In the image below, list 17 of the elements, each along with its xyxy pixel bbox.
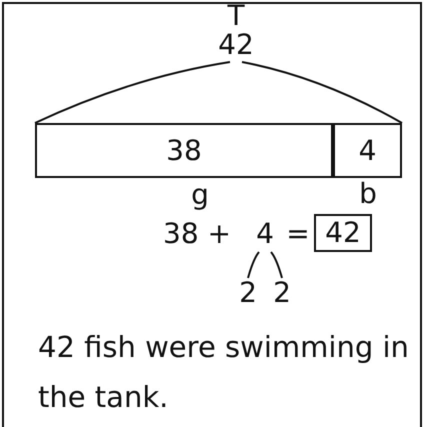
equals-sign: = xyxy=(286,218,310,250)
connector-line xyxy=(247,251,260,278)
tape-segment: 4 xyxy=(333,123,402,178)
connector-line xyxy=(34,61,230,124)
tape-segment: 38 xyxy=(35,123,333,178)
split-number: 2 xyxy=(236,278,260,308)
boxed-answer: 42 xyxy=(314,214,372,252)
split-number: 2 xyxy=(270,278,294,308)
variable-letter: g xyxy=(190,181,210,209)
addend-number: 4 xyxy=(252,218,278,250)
connector-line xyxy=(242,61,402,124)
connector-line xyxy=(270,251,283,278)
variable-letter: T xyxy=(226,4,246,28)
equation-text: 38 + xyxy=(162,218,232,250)
variable-letter: b xyxy=(358,180,378,208)
total-number: 42 xyxy=(212,30,260,60)
answer-sentence: 42 fish were swimming in the tank. xyxy=(38,329,410,416)
